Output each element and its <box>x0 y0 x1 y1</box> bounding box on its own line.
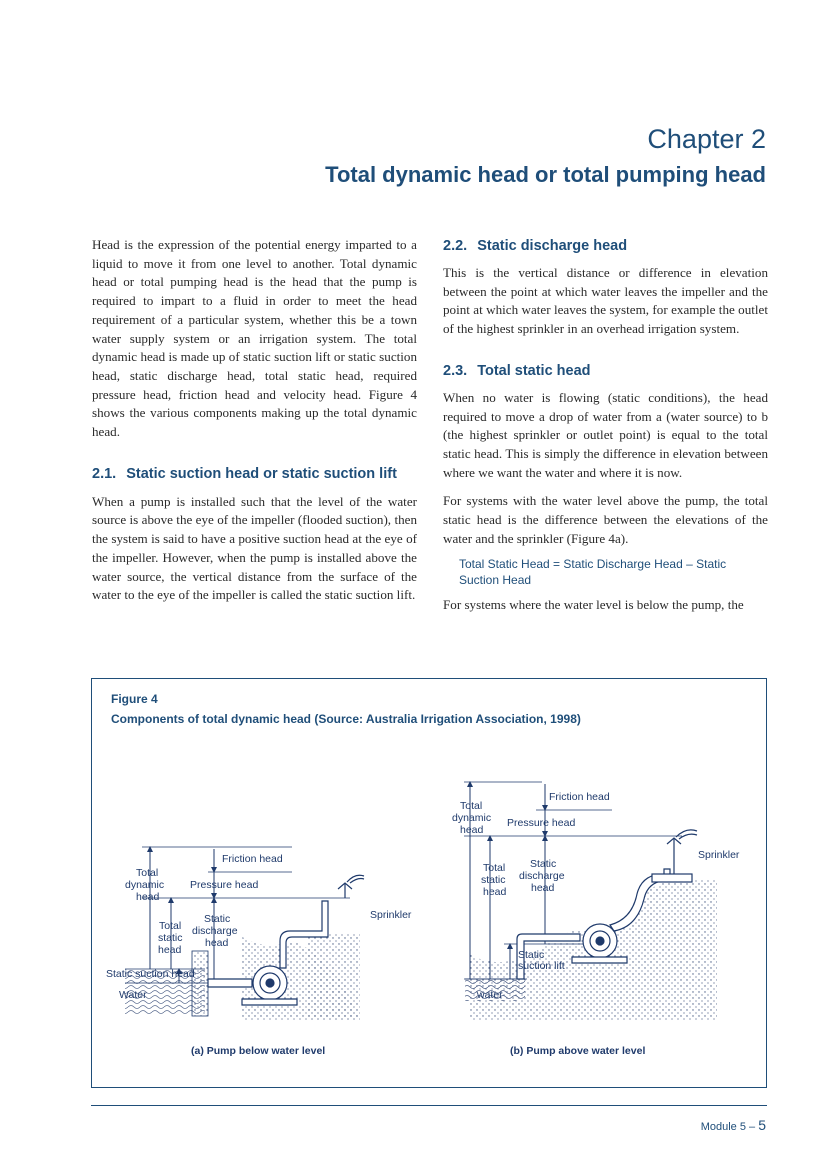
section-2-2-number: 2.2. <box>443 238 468 254</box>
page-footer: Module 5 – 5 <box>701 1117 766 1133</box>
panel-a-sprinkler-label: Sprinkler <box>370 909 412 921</box>
panel-a-static-discharge-head-label-1: Static <box>204 913 230 925</box>
panel-a-friction-head-label: Friction head <box>222 853 283 865</box>
panel-a-diagram: Friction head Pressure head Total dynami… <box>106 846 412 1057</box>
chapter-title: Total dynamic head or total pumping head <box>325 162 766 187</box>
panel-a-static-discharge-head-label-2: discharge <box>192 925 238 937</box>
panel-b-static-suction-lift-label-2: suction lift <box>518 960 565 972</box>
footer-rule <box>91 1105 767 1106</box>
total-static-head-formula: Total Static Head = Static Discharge Hea… <box>459 557 727 588</box>
panel-b-pump <box>516 829 698 980</box>
section-2-3-title: Total static head <box>477 362 591 379</box>
total-dynamic-head-diagram: Friction head Pressure head Total dynami… <box>106 781 740 1057</box>
panel-b-total-static-head-label-1: Total <box>483 862 505 874</box>
panel-b-static-discharge-head-label-2: discharge <box>519 870 565 882</box>
section-2-1-heading: 2.1. Static suction head or static suctio… <box>92 464 417 484</box>
panel-b-labels: Friction head Pressure head Total dynami… <box>452 791 740 1057</box>
right-column: 2.2. Static discharge head This is the ve… <box>443 236 768 615</box>
panel-a-static-suction-head-label: Static suction head <box>106 968 195 980</box>
panel-a-total-dynamic-head-label-1: Total <box>136 867 158 879</box>
figure-label: Figure 4 <box>111 692 158 706</box>
left-column: Head is the expression of the potential … <box>92 236 417 605</box>
section-2-1-title: Static suction head or static suction li… <box>126 465 397 482</box>
panel-b-friction-head-label: Friction head <box>549 791 610 803</box>
section-2-3-heading: 2.3. Total static head <box>443 361 768 381</box>
panel-b-sprinkler-label: Sprinkler <box>698 849 740 861</box>
panel-b-static-discharge-head-label-3: head <box>531 882 555 894</box>
panel-b-total-dynamic-head-label-1: Total <box>460 800 482 812</box>
panel-b-static-discharge-head-label-1: Static <box>530 858 556 870</box>
panel-b-dimension-arrows <box>467 781 548 979</box>
panel-a-pressure-head-label: Pressure head <box>190 879 258 891</box>
section-2-2-heading: 2.2. Static discharge head <box>443 236 768 256</box>
panel-a-labels: Friction head Pressure head Total dynami… <box>106 853 412 1057</box>
section-2-3-number: 2.3. <box>443 362 468 379</box>
section-2-2-paragraph: This is the vertical distance or differe… <box>443 265 768 337</box>
panel-b-total-static-head-label-3: head <box>483 886 507 898</box>
footer-module-label: Module 5 – <box>700 1121 756 1133</box>
section-2-1-number: 2.1. <box>92 465 117 482</box>
panel-a-total-dynamic-head-label-3: head <box>136 891 160 903</box>
panel-a-static-discharge-head-label-3: head <box>205 937 229 949</box>
figure-4-box: Figure 4 Components of total dynamic hea… <box>91 678 767 1088</box>
panel-b-static-suction-lift-label-1: Static <box>518 949 544 961</box>
panel-a-total-static-head-label-1: Total <box>159 920 181 932</box>
section-2-1-paragraph: When a pump is installed such that the l… <box>92 493 417 603</box>
panel-a-water-label: Water <box>119 989 147 1001</box>
panel-a-total-static-head-label-2: static <box>158 932 183 944</box>
section-2-2-title: Static discharge head <box>477 238 628 254</box>
panel-a-total-static-head-label-3: head <box>158 944 182 956</box>
section-2-3-paragraph-3: For systems where the water level is bel… <box>443 597 744 613</box>
panel-a-reference-lines <box>125 846 350 984</box>
figure-caption: Components of total dynamic head (Source… <box>111 712 581 726</box>
intro-paragraph: Head is the expression of the potential … <box>92 237 417 440</box>
panel-b-water-label: water <box>476 989 503 1001</box>
panel-b-diagram: Friction head Pressure head Total dynami… <box>452 781 740 1057</box>
panel-b-total-dynamic-head-label-3: head <box>460 824 484 836</box>
panel-a-total-dynamic-head-label-2: dynamic <box>125 879 164 891</box>
chapter-number: Chapter 2 <box>647 124 766 154</box>
panel-b-pressure-head-label: Pressure head <box>507 817 575 829</box>
panel-a-caption: (a) Pump below water level <box>191 1045 325 1057</box>
section-2-3-paragraph-2: For systems with the water level above t… <box>443 493 768 546</box>
panel-a-pump <box>207 874 365 1006</box>
section-2-3-paragraph-1: When no water is flowing (static conditi… <box>443 389 768 480</box>
panel-b-total-dynamic-head-label-2: dynamic <box>452 812 491 824</box>
panel-b-total-static-head-label-2: static <box>481 874 506 886</box>
page-number: 5 <box>758 1117 766 1133</box>
panel-b-caption: (b) Pump above water level <box>510 1045 645 1057</box>
panel-a-dimension-arrows <box>147 846 217 983</box>
